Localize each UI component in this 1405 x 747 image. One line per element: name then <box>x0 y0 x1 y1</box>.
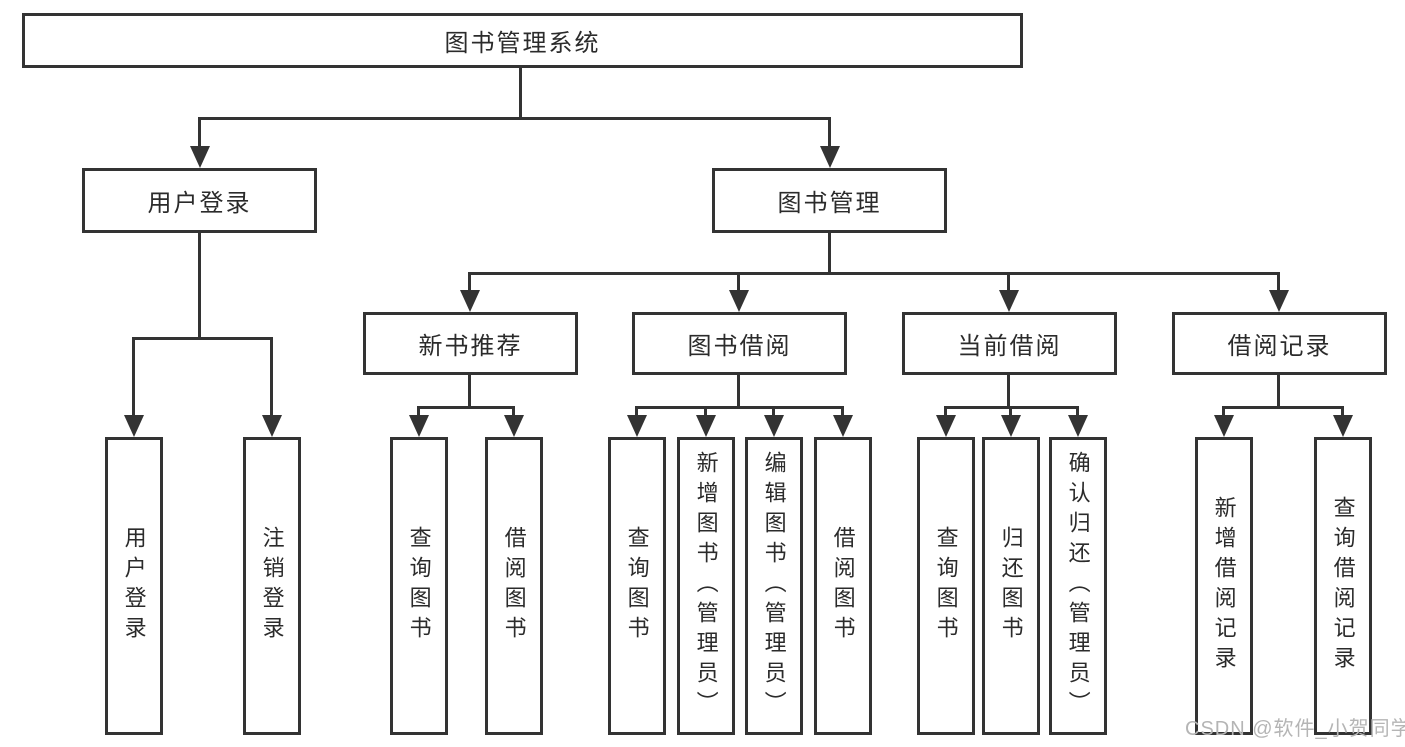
arrow-down-icon <box>696 415 716 437</box>
connector-line <box>841 406 844 417</box>
leaf-edit-book-admin-label: 编辑图书（管理员） <box>761 451 787 721</box>
leaf-return-book-label: 归还图书 <box>998 526 1024 646</box>
connector-line <box>198 117 831 120</box>
connector-line <box>1222 406 1343 409</box>
leaf-borrow-books-label: 借阅图书 <box>830 526 856 646</box>
connector-line <box>1007 375 1010 408</box>
leaf-query-books-borrow-label: 查询图书 <box>624 526 650 646</box>
connector-line <box>468 272 471 292</box>
leaf-user-login: 用户登录 <box>105 437 163 735</box>
node-library-system: 图书管理系统 <box>22 13 1023 68</box>
leaf-add-book-admin: 新增图书（管理员） <box>677 437 735 735</box>
leaf-add-book-admin-label: 新增图书（管理员） <box>693 451 719 721</box>
leaf-add-borrow-record: 新增借阅记录 <box>1195 437 1253 735</box>
connector-line <box>468 272 1280 275</box>
connector-line <box>828 233 831 274</box>
node-library-system-label: 图书管理系统 <box>444 30 601 57</box>
arrow-down-icon <box>729 290 749 312</box>
node-book-borrow: 图书借阅 <box>632 312 847 375</box>
connector-line <box>417 406 515 409</box>
connector-line <box>772 406 775 417</box>
connector-line <box>1277 272 1280 292</box>
connector-line <box>512 406 515 417</box>
connector-line <box>132 337 135 417</box>
leaf-query-borrow-record: 查询借阅记录 <box>1314 437 1372 735</box>
connector-line <box>737 272 740 292</box>
arrow-down-icon <box>409 415 429 437</box>
arrow-down-icon <box>1001 415 1021 437</box>
leaf-query-books-borrow: 查询图书 <box>608 437 666 735</box>
node-book-management-label: 图书管理 <box>777 190 882 217</box>
connector-line <box>1076 406 1079 417</box>
leaf-logout: 注销登录 <box>243 437 301 735</box>
connector-line <box>198 233 201 340</box>
leaf-confirm-return-admin-label: 确认归还（管理员） <box>1065 451 1091 721</box>
arrow-down-icon <box>999 290 1019 312</box>
node-borrow-records: 借阅记录 <box>1172 312 1387 375</box>
arrow-down-icon <box>1269 290 1289 312</box>
arrow-down-icon <box>936 415 956 437</box>
node-user-login-branch-label: 用户登录 <box>147 190 252 217</box>
connector-line <box>417 406 420 417</box>
connector-line <box>270 337 273 417</box>
node-new-book-recommend-label: 新书推荐 <box>418 333 523 360</box>
node-new-book-recommend: 新书推荐 <box>363 312 578 375</box>
leaf-query-books-current-label: 查询图书 <box>933 526 959 646</box>
leaf-borrow-books-recommend-label: 借阅图书 <box>501 526 527 646</box>
node-user-login-branch: 用户登录 <box>82 168 317 233</box>
connector-line <box>1277 375 1280 408</box>
connector-line <box>737 375 740 408</box>
arrow-down-icon <box>764 415 784 437</box>
connector-line <box>198 117 201 148</box>
arrow-down-icon <box>124 415 144 437</box>
connector-line <box>1009 406 1012 417</box>
connector-line <box>1341 406 1344 417</box>
connector-line <box>132 337 273 340</box>
leaf-borrow-books: 借阅图书 <box>814 437 872 735</box>
arrow-down-icon <box>1068 415 1088 437</box>
arrow-down-icon <box>504 415 524 437</box>
leaf-user-login-label: 用户登录 <box>121 526 147 646</box>
leaf-query-books-recommend-label: 查询图书 <box>406 526 432 646</box>
arrow-down-icon <box>833 415 853 437</box>
leaf-query-books-current: 查询图书 <box>917 437 975 735</box>
connector-line <box>635 406 843 409</box>
node-book-borrow-label: 图书借阅 <box>687 333 792 360</box>
connector-line <box>1007 272 1010 292</box>
connector-line <box>944 406 947 417</box>
connector-line <box>519 68 522 117</box>
arrow-down-icon <box>820 146 840 168</box>
leaf-edit-book-admin: 编辑图书（管理员） <box>745 437 803 735</box>
node-current-borrow-label: 当前借阅 <box>957 333 1062 360</box>
leaf-return-book: 归还图书 <box>982 437 1040 735</box>
connector-line <box>828 117 831 148</box>
leaf-query-borrow-record-label: 查询借阅记录 <box>1330 496 1356 676</box>
node-current-borrow: 当前借阅 <box>902 312 1117 375</box>
connector-line <box>635 406 638 417</box>
leaf-confirm-return-admin: 确认归还（管理员） <box>1049 437 1107 735</box>
arrow-down-icon <box>627 415 647 437</box>
node-book-management: 图书管理 <box>712 168 947 233</box>
arrow-down-icon <box>1333 415 1353 437</box>
arrow-down-icon <box>460 290 480 312</box>
connector-line <box>704 406 707 417</box>
leaf-borrow-books-recommend: 借阅图书 <box>485 437 543 735</box>
leaf-query-books-recommend: 查询图书 <box>390 437 448 735</box>
leaf-logout-label: 注销登录 <box>259 526 285 646</box>
arrow-down-icon <box>262 415 282 437</box>
connector-line <box>468 375 471 408</box>
node-borrow-records-label: 借阅记录 <box>1227 333 1332 360</box>
watermark: CSDN @软件_小贺同学 <box>1185 718 1405 740</box>
arrow-down-icon <box>190 146 210 168</box>
connector-line <box>1222 406 1225 417</box>
arrow-down-icon <box>1214 415 1234 437</box>
leaf-add-borrow-record-label: 新增借阅记录 <box>1211 496 1237 676</box>
